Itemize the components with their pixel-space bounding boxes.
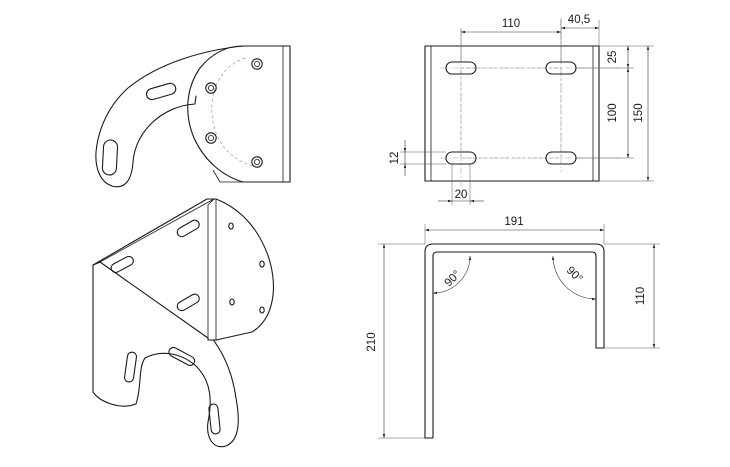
front-view: 90° 90° 191 210 110 — [366, 216, 660, 439]
iso-flange-slot-top — [110, 255, 134, 274]
angle-right: 90° — [564, 264, 585, 285]
dim-25: 25 — [607, 51, 619, 64]
iso-flange-slot-hook — [208, 403, 221, 435]
top-view-slots — [445, 61, 577, 165]
iso-slot-upper — [176, 219, 200, 238]
arm-slot-upper — [145, 82, 177, 101]
dim-20: 20 — [455, 189, 468, 201]
side-view-holes — [205, 58, 263, 168]
dim-110-height: 110 — [635, 287, 647, 305]
dim-12: 12 — [389, 152, 401, 165]
dim-210: 210 — [366, 332, 378, 351]
angle-left: 90° — [442, 268, 463, 289]
iso-flange-slot-mid — [168, 346, 196, 366]
iso-holes — [228, 222, 265, 314]
dim-110: 110 — [502, 18, 520, 30]
side-view — [95, 45, 291, 188]
iso-slot-lower — [176, 293, 200, 312]
top-view: 110 40,5 25 100 150 12 20 — [389, 14, 654, 205]
arm-slot-lower — [101, 139, 119, 176]
isometric-view — [92, 198, 274, 448]
dim-100: 100 — [607, 103, 619, 122]
dim-150: 150 — [633, 103, 645, 122]
dim-191: 191 — [504, 216, 523, 228]
dim-40-5: 40,5 — [568, 14, 590, 26]
iso-flange-slot-left — [123, 351, 138, 383]
